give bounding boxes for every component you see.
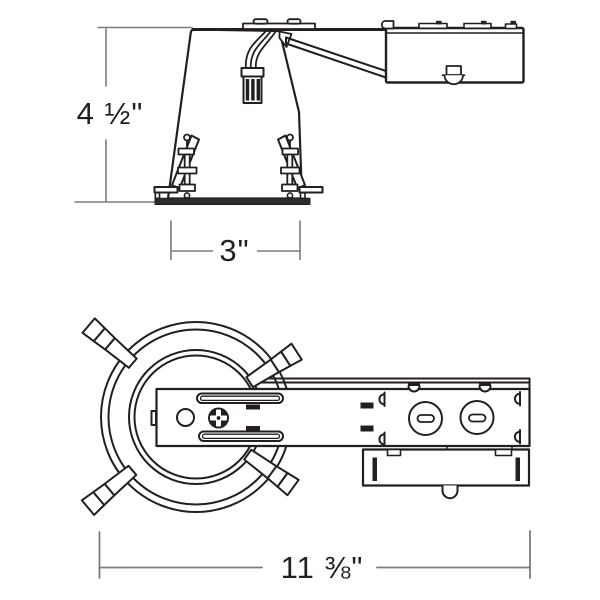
- cover-notch: [494, 448, 513, 457]
- box-top-lip: [418, 22, 448, 30]
- torsion-clip-upper-left: [81, 317, 138, 369]
- cover-clamp: [441, 484, 459, 500]
- plate-slot-top: [196, 392, 284, 404]
- aperture-dimension-label: 3": [219, 233, 249, 268]
- wire-line: [254, 30, 277, 69]
- box-top-tab: [407, 382, 421, 393]
- mounting-plate: [150, 382, 531, 448]
- foot-plate: [178, 183, 196, 192]
- wire-clip: [513, 391, 521, 407]
- wing-nut: [280, 166, 301, 175]
- plate-tab-left: [252, 18, 269, 25]
- wire-line: [244, 30, 267, 69]
- plate-slot-bottom: [198, 430, 284, 442]
- aperture-dimension: [170, 220, 301, 261]
- cable-clamp: [441, 65, 466, 86]
- connector-pin: [251, 79, 255, 101]
- length-dimension: [98, 530, 531, 579]
- flange-end-cap: [154, 192, 161, 200]
- wing-nut: [177, 166, 198, 175]
- cover-notch: [386, 448, 402, 457]
- supply-wires: [244, 30, 277, 69]
- connector-pin: [245, 79, 250, 101]
- mounting-clip-left: [153, 133, 200, 199]
- plate-tab-right: [286, 18, 302, 25]
- junction-box-side: [380, 20, 525, 86]
- clip-foot: [298, 186, 324, 194]
- trim-flange: [154, 192, 311, 206]
- clip-foot: [153, 186, 179, 194]
- height-dimension-label: 4 ½": [77, 96, 144, 131]
- height-dimension: [74, 26, 193, 203]
- plate-hole: [176, 408, 195, 427]
- cover-screw-slot: [372, 457, 377, 481]
- flange-end-cap: [299, 192, 306, 200]
- wire-connector: [240, 67, 265, 104]
- wire-clip: [378, 391, 386, 407]
- box-top-nub: [510, 20, 516, 25]
- bottom-plan-view: [80, 317, 531, 516]
- slot-mark: [246, 426, 260, 431]
- knockout-left: [408, 401, 443, 436]
- box-top-lip: [504, 23, 518, 30]
- mounting-clip-right: [277, 133, 324, 199]
- torsion-clip-lower-left: [80, 464, 138, 516]
- box-top-nub: [436, 20, 442, 25]
- knockout-right: [459, 400, 495, 435]
- connector-pin: [256, 79, 260, 101]
- slot-mark: [360, 402, 374, 409]
- torsion-clip-upper-right: [245, 342, 303, 389]
- wire-clip: [513, 429, 521, 445]
- foot-plate: [281, 183, 299, 192]
- box-top-lip: [463, 22, 492, 30]
- torsion-clip-lower-right: [243, 448, 300, 497]
- wire-line: [249, 30, 272, 69]
- top-mounting-plate: [242, 18, 316, 30]
- junction-box-cover: [361, 445, 531, 500]
- side-elevation-view: 4 ½": [74, 18, 525, 268]
- hanger-bar: [285, 36, 387, 79]
- phillips-screw: [208, 407, 229, 429]
- wire-clip: [378, 431, 386, 447]
- box-top-tab: [478, 382, 492, 393]
- plate-left-tab: [150, 410, 157, 426]
- slot-mark: [360, 425, 374, 432]
- slot-mark: [246, 404, 260, 410]
- cover-screw-slot: [515, 457, 520, 481]
- length-dimension-label: 11 ⅜": [281, 550, 364, 585]
- box-top-nub: [481, 20, 487, 25]
- box-left-tab: [380, 20, 395, 30]
